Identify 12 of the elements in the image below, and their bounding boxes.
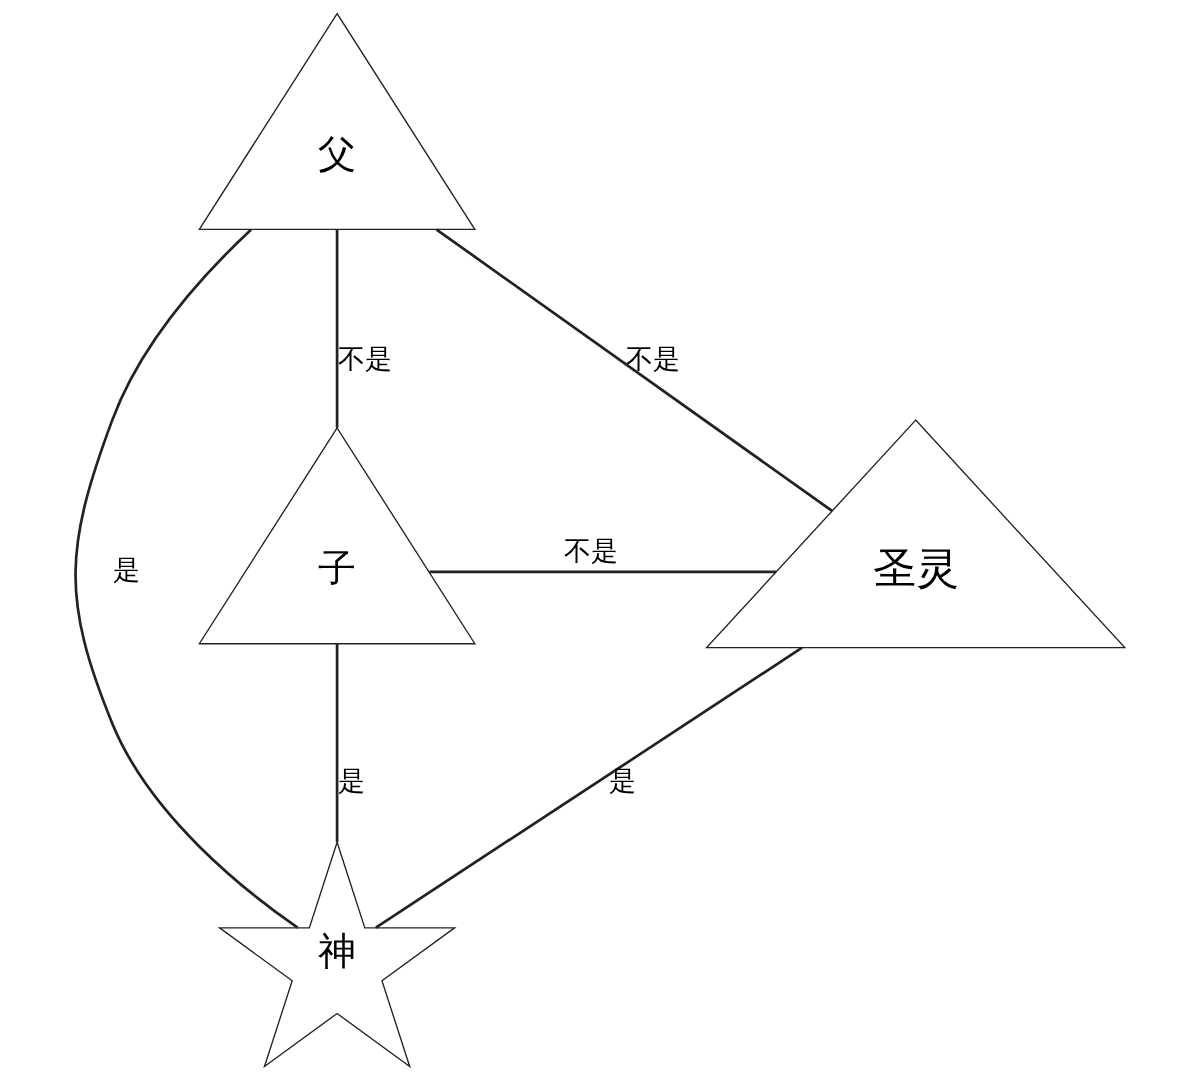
connector	[435, 228, 833, 513]
edge-label: 是	[112, 553, 140, 585]
edge-label: 不是	[337, 342, 392, 374]
edge-label: 不是	[626, 342, 681, 374]
edge-label: 是	[608, 764, 636, 796]
connector	[335, 643, 339, 843]
connector	[375, 646, 803, 929]
connector	[74, 228, 299, 929]
edge-label: 不是	[563, 534, 618, 566]
edge-label: 是	[337, 764, 365, 796]
connector	[429, 570, 777, 574]
connector	[335, 229, 339, 428]
